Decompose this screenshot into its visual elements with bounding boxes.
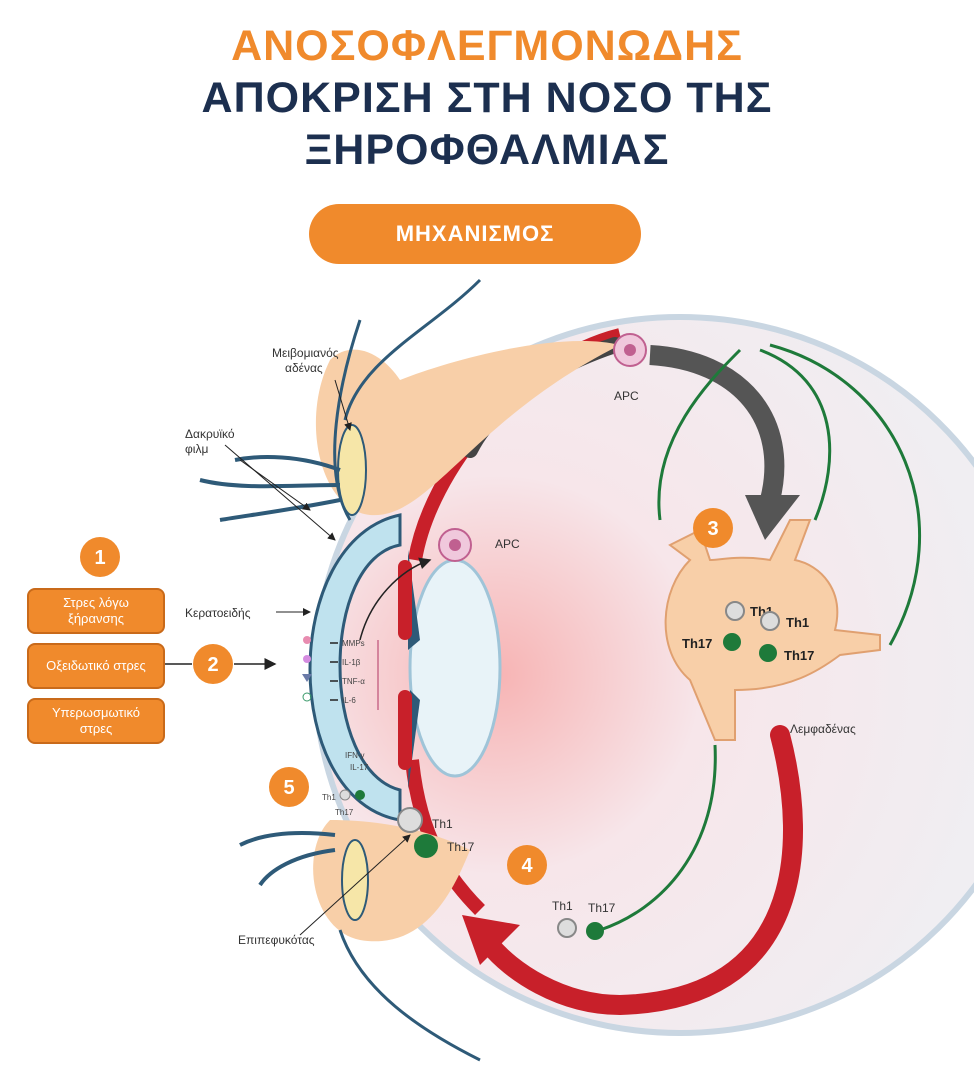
migration-arrow [649,345,785,503]
svg-text:4: 4 [521,855,533,877]
cytokine-il1b: IL-1β [342,658,361,667]
th1-cell [725,601,745,621]
cytokine-tnfa: TNF-α [342,677,365,686]
svg-text:2: 2 [207,654,218,676]
conjunctiva-label: Επιπεφυκότας [238,933,315,947]
meibomian-gland [337,424,367,516]
stress-box-desiccation: Στρες λόγω ξήρανσης [27,588,165,634]
th1-cell [339,789,351,801]
step-1-badge: 1 [80,537,120,577]
th1-cell [397,807,423,833]
apc-cell-top [613,333,647,367]
th17-cell [586,922,604,940]
svg-text:5: 5 [283,777,294,799]
apc-top-label: APC [614,389,639,403]
th1-cell [557,918,577,938]
step-4-badge: 4 [507,845,547,885]
stress-box-oxidative: Οξειδωτικό στρες [27,643,165,689]
th17-cell [414,834,438,858]
meibomian-label-2: αδένας [285,361,323,375]
step-3-badge: 3 [693,508,733,548]
th17-label: Th17 [588,901,616,915]
lower-gland [341,839,369,921]
th1-label: Th1 [322,793,336,802]
svg-text:1: 1 [94,547,105,569]
meibomian-label-1: Μειβομιανός [272,346,339,360]
lens [408,558,502,778]
title-line-1: ΑΝΟΣΟΦΛΕΓΜΟΝΩΔΗΣ [231,22,743,70]
cytokine-ifng: IFN-γ [345,751,365,760]
cytokine-il17: IL-17 [350,763,369,772]
th17-cell [759,644,777,662]
tear-film-label-1: Δακρυϊκό [185,427,235,441]
svg-text:3: 3 [707,518,718,540]
th1-label: Th1 [432,817,453,831]
cytokine-mmps: MMPs [342,639,365,648]
mechanism-pill: ΜΗΧΑΝΙΣΜΟΣ [309,204,641,264]
lymphatic-vessels [599,343,922,932]
cytokine-list: MMPs IL-1β TNF-α IL-6 [302,636,379,710]
eyelashes-lower [239,831,336,887]
apc-mid-label: APC [495,537,520,551]
title-line-2: ΑΠΟΚΡΙΣΗ ΣΤΗ ΝΟΣΟ ΤΗΣ [201,74,773,122]
eyelashes-upper [199,455,341,522]
th17-label: Th17 [784,648,814,663]
th17-label: Th17 [682,636,712,651]
step-2-badge: 2 [193,644,233,684]
cytokine-il6: IL-6 [342,696,356,705]
tear-film-label-2: φιλμ [185,442,208,456]
lymph-node-label: Λεμφαδένας [790,722,856,736]
apc-cell-mid [438,528,472,562]
th17-label: Th17 [447,840,475,854]
th17-cell [723,633,741,651]
th1-cell [760,611,780,631]
step-5-badge: 5 [269,767,309,807]
th17-label: Th17 [335,808,354,817]
th17-cell [355,790,365,800]
cornea-label: Κερατοειδής [185,606,251,620]
title-line-3: ΞΗΡΟΦΘΑΛΜΙΑΣ [304,126,670,174]
th1-label: Th1 [786,615,809,630]
stress-box-hyperosmotic: Υπερωσμωτικό στρες [27,698,165,744]
homing-arrow [480,725,803,1016]
upper-eyelid [315,340,620,516]
th1-label: Th1 [552,899,573,913]
